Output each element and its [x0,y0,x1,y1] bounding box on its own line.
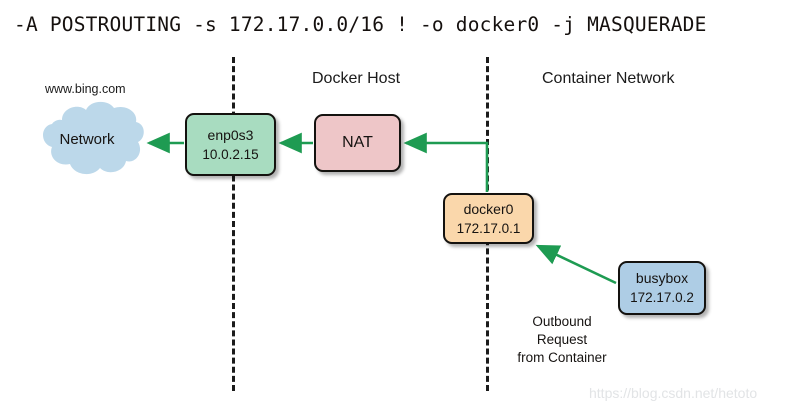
arrow-docker0-to-nat [403,132,489,192]
node-nat-name: NAT [342,134,373,152]
node-docker0-name: docker0 [463,200,514,217]
zone-label-docker-host: Docker Host [312,70,401,87]
arrow-busybox-to-docker0 [535,244,617,285]
iptables-rule-title: -A POSTROUTING -s 172.17.0.0/16 ! -o doc… [14,13,707,36]
node-enp0s3-ip: 10.0.2.15 [202,146,259,162]
node-busybox-ip: 172.17.0.2 [630,290,694,306]
node-enp0s3[interactable]: enp0s3 10.0.2.15 [185,113,276,176]
boundary-divider-left [232,57,235,391]
annotation-outbound-line-1: Outbound [532,314,592,329]
node-busybox[interactable]: busybox 172.17.0.2 [618,261,706,315]
annotation-outbound-line-2: Request [536,332,588,348]
node-enp0s3-name: enp0s3 [207,126,254,143]
watermark: https://blog.csdn.net/hetoto [589,385,758,401]
node-busybox-name: busybox [635,270,689,287]
zone-label-container-network: Container Network [542,70,675,87]
node-nat[interactable]: NAT [314,114,401,172]
annotation-outbound-line-3: from Container [517,350,607,366]
node-docker0[interactable]: docker0 172.17.0.1 [443,193,534,244]
cloud-label-network: Network [59,131,115,148]
cloud-caption-bing: www.bing.com [45,82,126,96]
annotation-outbound-request: Outbound Request from Container [498,313,626,368]
node-docker0-ip: 172.17.0.1 [456,220,521,236]
